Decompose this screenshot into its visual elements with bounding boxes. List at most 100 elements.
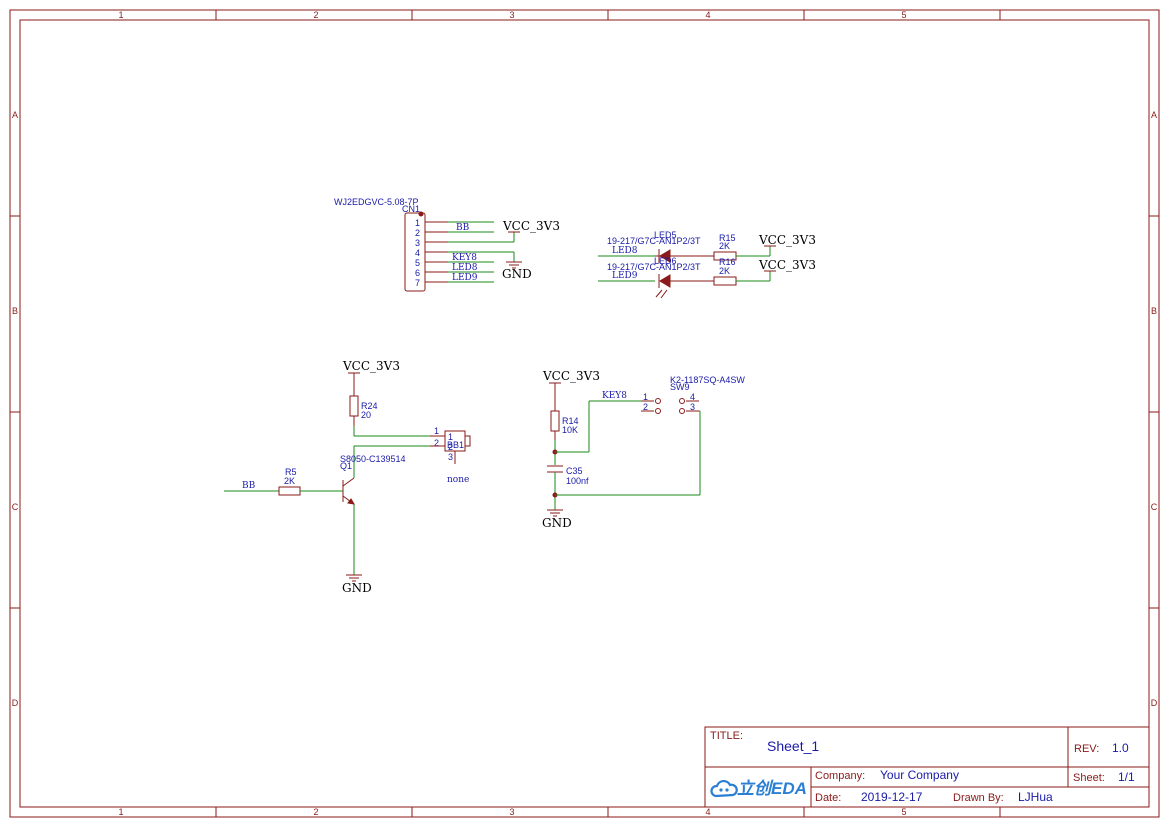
lceda-logo: 立创EDA (737, 779, 807, 798)
drawing-frame: 1 2 3 4 5 1 2 3 4 5 A B C D A B C D (9, 9, 1160, 818)
switch-section[interactable]: VCC_3V3 R14 10K KEY8 C35 100nf GND K2-11… (542, 369, 745, 530)
sheet-label: Sheet: (1073, 772, 1105, 784)
c35-value-label: 100nf (566, 476, 589, 486)
date-value: 2019-12-17 (861, 790, 923, 804)
sw9-pin-4: 4 (690, 392, 695, 402)
r15-value-label: 2K (719, 241, 730, 251)
drawn-by-value: LJHua (1018, 790, 1053, 804)
col-label-3-bottom: 3 (509, 807, 514, 817)
col-label-5-top: 5 (901, 10, 906, 20)
col-label-3-top: 3 (509, 10, 514, 20)
net-label-led9: LED9 (612, 271, 638, 281)
row-label-d-left: D (12, 698, 19, 708)
row-label-d-right: D (1151, 698, 1158, 708)
sw9-pin-1: 1 (643, 392, 648, 402)
q1-ref-label: Q1 (340, 461, 352, 471)
row-label-c-right: C (1151, 502, 1158, 512)
r14-value-label: 10K (562, 425, 578, 435)
net-label-led8-cn1: LED8 (452, 263, 478, 273)
r24-ref-label: R24 (361, 401, 378, 411)
r5-resistor (278, 486, 301, 496)
net-label-bb-cn1: BB (456, 223, 470, 233)
bb1-value-label: none (447, 475, 469, 485)
r5-ref-label: R5 (285, 467, 297, 477)
vcc-symbol-buzzer: VCC_3V3 (342, 359, 400, 373)
net-label-led8: LED8 (612, 246, 638, 256)
gnd-label-switch: GND (542, 516, 572, 530)
buzzer-section[interactable]: VCC_3V3 R24 20 BB1 1 1 2 2 3 none S8050-… (224, 359, 471, 595)
bb1-pin-2-inner: 2 (448, 442, 453, 452)
col-label-1-top: 1 (118, 10, 123, 20)
sw9-pin-2: 2 (643, 402, 648, 412)
sheet-value: 1/1 (1118, 770, 1135, 784)
sw9-part-label: K2-1187SQ-A4SW (670, 375, 745, 385)
net-label-key8-switch: KEY8 (602, 391, 627, 401)
net-label-bb-buzzer: BB (242, 481, 256, 491)
cn1-pin-4: 4 (415, 248, 420, 258)
col-label-4-bottom: 4 (705, 807, 710, 817)
sw9-switch-icon (641, 398, 699, 414)
cloud-icon (710, 779, 738, 798)
led5-part-label: 19-217/G7C-AN1P2/3T (607, 236, 701, 246)
r16-ref-label: R16 (719, 257, 736, 267)
cn1-part-label: WJ2EDGVC-5.08-7P (334, 197, 419, 207)
led6-part-label: 19-217/G7C-AN1P2/3T (607, 262, 701, 272)
r14-ref-label: R14 (562, 416, 579, 426)
q1-part-label: S8050-C139514 (340, 454, 406, 464)
sw9-ref-label: SW9 (670, 382, 690, 392)
title-value: Sheet_1 (767, 738, 819, 754)
r24-resistor (349, 395, 359, 417)
led-section[interactable]: 19-217/G7C-AN1P2/3T LED5 LED8 R15 2K VCC… (598, 230, 816, 299)
cn1-pin-2: 2 (415, 228, 420, 238)
date-label: Date: (815, 792, 841, 804)
bb1-pin-1-outer: 1 (434, 426, 439, 436)
col-label-4-top: 4 (705, 10, 710, 20)
vcc-symbol-led5: VCC_3V3 (758, 233, 816, 247)
gnd-symbol-switch (547, 509, 563, 517)
company-value: Your Company (880, 768, 959, 782)
row-label-c-left: C (12, 502, 19, 512)
bb1-pin-2-outer: 2 (434, 438, 439, 448)
col-label-1-bottom: 1 (118, 807, 123, 817)
led5-ref-label: LED5 (654, 230, 677, 240)
bb1-ref-label: BB1 (447, 440, 464, 450)
row-label-b-left: B (12, 306, 18, 316)
title-block: TITLE: Sheet_1 REV: 1.0 Company: Your Co… (704, 726, 1150, 808)
company-label: Company: (815, 770, 865, 782)
col-label-2-top: 2 (313, 10, 318, 20)
c35-capacitor-icon (547, 465, 563, 473)
net-label-led9-cn1: LED9 (452, 273, 478, 283)
gnd-symbol-cn1 (506, 261, 522, 269)
col-label-2-bottom: 2 (313, 807, 318, 817)
vcc-symbol-cn1: VCC_3V3 (502, 219, 560, 233)
cn1-pin-3: 3 (415, 238, 420, 248)
c35-ref-label: C35 (566, 466, 583, 476)
led5-diode-icon (655, 249, 714, 263)
net-label-key8-cn1: KEY8 (452, 253, 477, 263)
led6-ref-label: LED6 (654, 256, 677, 266)
rev-value: 1.0 (1112, 741, 1129, 755)
row-label-a-left: A (12, 110, 18, 120)
cn1-pin-1: 1 (415, 218, 420, 228)
gnd-label-buzzer: GND (342, 581, 372, 595)
cn1-ref-label: CN1 (402, 204, 420, 214)
col-label-5-bottom: 5 (901, 807, 906, 817)
r24-value-label: 20 (361, 410, 371, 420)
row-label-a-right: A (1151, 110, 1157, 120)
r16-resistor (713, 276, 737, 286)
led6-diode-icon (655, 274, 714, 299)
drawn-by-label: Drawn By: (953, 792, 1004, 804)
vcc-symbol-switch: VCC_3V3 (542, 369, 600, 383)
cn1-pin-7: 7 (415, 278, 420, 288)
r5-value-label: 2K (284, 476, 295, 486)
title-label: TITLE: (710, 730, 743, 742)
bb1-pin-1-inner: 1 (448, 432, 453, 442)
r14-resistor (550, 410, 560, 432)
connector-cn1[interactable]: WJ2EDGVC-5.08-7P CN1 1 2 3 4 5 6 7 BB KE… (334, 197, 560, 292)
r16-value-label: 2K (719, 266, 730, 276)
gnd-label-cn1: GND (502, 267, 532, 281)
vcc-symbol-led6: VCC_3V3 (758, 258, 816, 272)
r15-ref-label: R15 (719, 233, 736, 243)
bb1-pin-3: 3 (448, 452, 453, 462)
